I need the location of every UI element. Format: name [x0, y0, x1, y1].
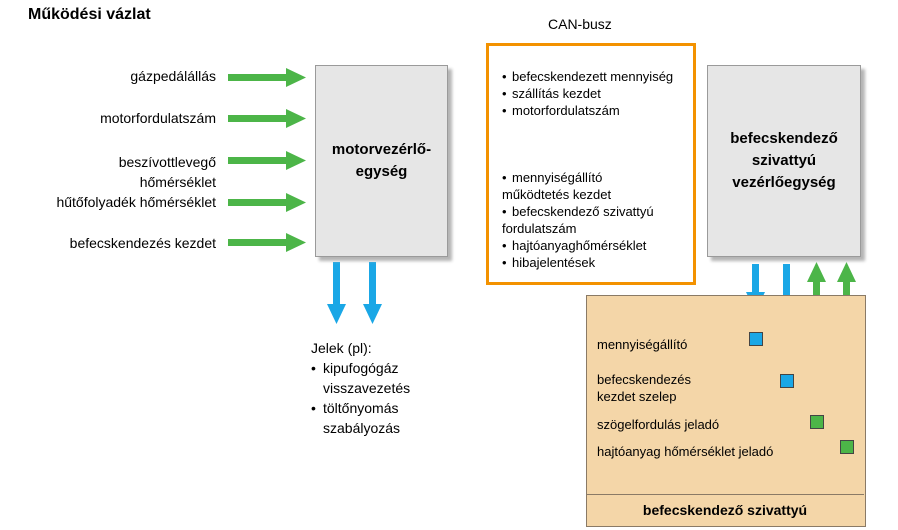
pump-label-injection: befecskendezés — [597, 372, 691, 387]
can-to-pump-list: •befecskendezett mennyiség •szállítás ke… — [502, 68, 673, 119]
quantity-actuator-marker — [749, 332, 763, 346]
can-bus-title: CAN-busz — [548, 16, 612, 32]
signal-item: •töltőnyomás — [311, 400, 399, 416]
engine-ecu-label-1: motorvezérlő- — [331, 141, 432, 158]
arrow-coolant-temp — [228, 193, 306, 212]
signals-block: Jelek (pl): •kipufogógáz visszavezetés •… — [311, 338, 410, 438]
pump-label-angle-sensor: szögelfordulás jeladó — [597, 417, 720, 432]
can-to-pump-item: •befecskendezett mennyiség — [502, 69, 674, 84]
injection-pump-footer: befecskendező szivattyú — [586, 494, 864, 525]
arrow-gaspedal — [228, 68, 306, 87]
input-arrows — [228, 68, 306, 252]
signal-arrows — [327, 262, 382, 324]
input-label-rpm: motorfordulatszám — [100, 110, 216, 126]
can-to-pump-item: •szállítás kezdet — [502, 86, 601, 101]
can-from-pump-item: •befecskendező szivattyú — [502, 204, 654, 219]
pump-ecu-label-1: befecskendező — [730, 130, 838, 147]
arrow-injection-start — [228, 233, 306, 252]
diagram-title: Működési vázlat — [28, 6, 151, 23]
engine-ecu-label-2: egység — [355, 163, 408, 180]
can-from-pump-list: •mennyiségállító működtetés kezdet •befe… — [502, 169, 654, 271]
input-label-intake-air-temp: hőmérséklet — [139, 174, 216, 190]
arrow-intake-air-temp — [228, 151, 306, 170]
can-from-pump-item: •hibajelentések — [502, 255, 596, 270]
start-valve-marker — [780, 374, 794, 388]
pump-label-fuel-temp-sensor: hajtóanyag hőmérséklet jeladó — [597, 444, 774, 459]
pump-label-start-valve: kezdet szelep — [597, 389, 677, 404]
can-from-pump-item: •hajtóanyaghőmérséklet — [502, 238, 647, 253]
can-bus-box — [486, 43, 696, 285]
can-from-pump-item: •mennyiségállító — [502, 170, 603, 185]
signal-item-cont: szabályozás — [323, 420, 401, 436]
input-label-injection-start: befecskendezés kezdet — [69, 235, 216, 251]
pump-ecu-label-3: vezérlőegység — [732, 174, 836, 191]
fuel-temp-sensor-marker — [840, 440, 854, 454]
input-label-intake-air: beszívottlevegő — [118, 154, 216, 170]
signals-title: Jelek (pl): — [311, 340, 372, 356]
injection-pump-area — [586, 295, 866, 527]
pump-label-quantity-actuator: mennyiségállító — [597, 337, 688, 352]
can-from-pump-item-cont: működtetés kezdet — [502, 187, 612, 202]
can-to-pump-item: •motorfordulatszám — [502, 103, 620, 118]
pump-ecu-label-2: szivattyú — [751, 152, 817, 169]
input-label-coolant-temp: hűtőfolyadék hőmérséklet — [56, 194, 216, 210]
signal-item: •kipufogógáz — [311, 360, 399, 376]
pump-ecu-box: befecskendező szivattyú vezérlőegység — [707, 65, 861, 257]
angle-sensor-marker — [810, 415, 824, 429]
signal-item-cont: visszavezetés — [323, 380, 411, 396]
engine-ecu-box: motorvezérlő- egység — [315, 65, 448, 257]
can-from-pump-item-cont: fordulatszám — [502, 221, 577, 236]
arrow-rpm — [228, 109, 306, 128]
input-label-gaspedal: gázpedálállás — [130, 68, 216, 84]
